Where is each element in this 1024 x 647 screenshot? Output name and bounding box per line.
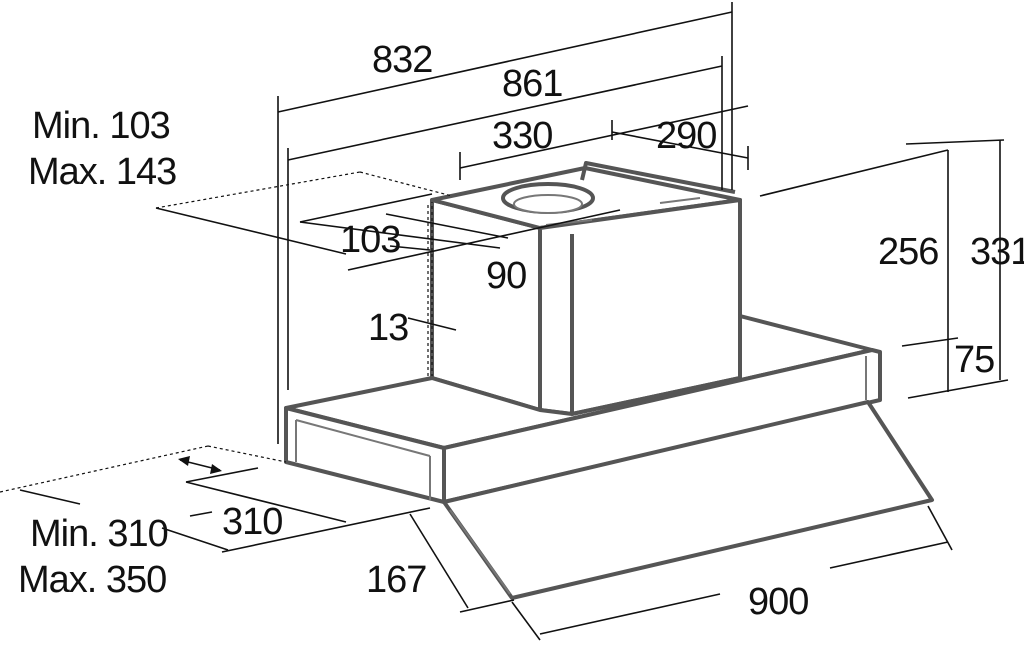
dim-832: 832 (372, 39, 432, 81)
visor-edge (449, 509, 511, 595)
dim-330: 330 (492, 115, 552, 157)
dim-103: 103 (340, 219, 400, 261)
dim-max-143: Max. 143 (28, 151, 176, 193)
top-bracket (580, 161, 736, 194)
double-arrow-icon (178, 456, 222, 474)
dim-861: 861 (502, 63, 562, 105)
dim-290: 290 (656, 115, 716, 157)
dim-75: 75 (954, 339, 994, 381)
dimension-labels: 832 861 330 290 Min. 103 Max. 143 103 90… (18, 39, 1024, 623)
dim-13: 13 (368, 307, 408, 349)
dim-256: 256 (878, 231, 938, 273)
left-face-rim (295, 419, 431, 457)
dim-max-350: Max. 350 (18, 559, 166, 601)
dim-167: 167 (366, 559, 426, 601)
dim-900: 900 (748, 581, 808, 623)
dim-310: 310 (222, 501, 282, 543)
chimney-slot-2 (659, 197, 701, 204)
hood-body (284, 161, 934, 600)
canopy-front-face (442, 348, 882, 504)
duct-collar (501, 182, 595, 214)
dim-min-310: Min. 310 (30, 513, 168, 555)
dim-90: 90 (486, 255, 526, 297)
dimension-lines (0, 2, 1009, 641)
dim-min-103: Min. 103 (32, 105, 170, 147)
dim-331: 331 (970, 231, 1024, 273)
